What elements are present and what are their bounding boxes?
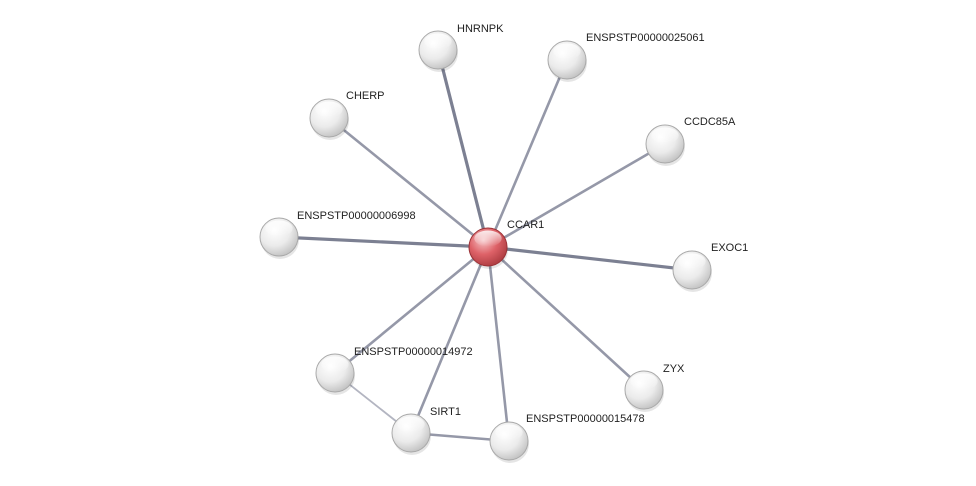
- node-gloss: [678, 253, 706, 270]
- node-ccdc85a[interactable]: CCDC85A: [645, 116, 736, 166]
- node-gloss: [424, 33, 452, 50]
- node-label-zyx: ZYX: [663, 363, 685, 375]
- node-hnrnpk[interactable]: HNRNPK: [418, 23, 504, 72]
- node-label-ccar1: CCAR1: [507, 219, 544, 231]
- node-gloss: [397, 416, 425, 433]
- node-exoc1[interactable]: EXOC1: [672, 242, 748, 292]
- node-enspstp00000025061[interactable]: ENSPSTP00000025061: [547, 32, 705, 82]
- edge-ccar1-hnrnpk: [436, 48, 490, 249]
- node-gloss: [651, 127, 679, 144]
- edge-ccar1-enspstp00000015478: [486, 245, 511, 443]
- node-gloss: [321, 356, 349, 373]
- edge-ccar1-exoc1: [486, 245, 694, 272]
- node-label-exoc1: EXOC1: [711, 242, 748, 254]
- edge-ccar1-zyx: [486, 245, 646, 392]
- edge-ccar1-ccdc85a: [486, 142, 667, 249]
- node-label-enspstp00000014972: ENSPSTP00000014972: [354, 346, 473, 358]
- edge-ccar1-sirt1: [409, 245, 490, 435]
- node-gloss: [630, 373, 658, 390]
- edge-ccar1-enspstp00000025061: [486, 58, 569, 249]
- node-gloss: [315, 101, 343, 118]
- node-label-cherp: CHERP: [346, 90, 385, 102]
- node-label-sirt1: SIRT1: [430, 406, 461, 418]
- node-sirt1[interactable]: SIRT1: [391, 406, 461, 455]
- node-gloss: [495, 424, 523, 441]
- node-enspstp00000014972[interactable]: ENSPSTP00000014972: [315, 346, 473, 395]
- node-gloss: [474, 230, 502, 247]
- node-label-hnrnpk: HNRNPK: [457, 23, 504, 35]
- edge-ccar1-enspstp00000006998: [277, 235, 490, 249]
- node-label-enspstp00000025061: ENSPSTP00000025061: [586, 32, 705, 44]
- node-gloss: [553, 43, 581, 60]
- edge-ccar1-enspstp00000014972: [333, 245, 490, 375]
- node-label-enspstp00000015478: ENSPSTP00000015478: [526, 413, 645, 425]
- node-ccar1[interactable]: CCAR1: [468, 219, 544, 269]
- node-enspstp00000015478[interactable]: ENSPSTP00000015478: [489, 413, 645, 463]
- node-gloss: [265, 220, 293, 237]
- edge-ccar1-cherp: [327, 116, 490, 249]
- node-label-ccdc85a: CCDC85A: [684, 116, 736, 128]
- node-label-enspstp00000006998: ENSPSTP00000006998: [297, 210, 416, 222]
- node-cherp[interactable]: CHERP: [309, 90, 385, 140]
- node-zyx[interactable]: ZYX: [624, 363, 685, 412]
- node-enspstp00000006998[interactable]: ENSPSTP00000006998: [259, 210, 416, 259]
